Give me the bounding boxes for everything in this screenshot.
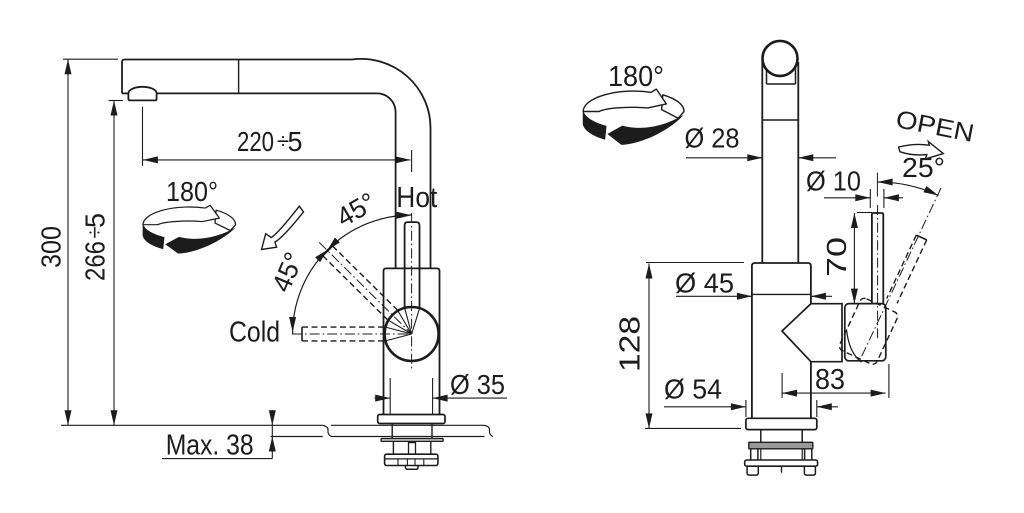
svg-text:Ø 35: Ø 35 xyxy=(450,369,505,400)
svg-text:Ø 45: Ø 45 xyxy=(675,268,734,299)
svg-text:5: 5 xyxy=(288,126,303,157)
svg-text:Ø 28: Ø 28 xyxy=(685,123,740,154)
svg-text:Max. 38: Max. 38 xyxy=(166,430,254,462)
svg-text:25°: 25° xyxy=(902,152,945,183)
svg-text:÷: ÷ xyxy=(277,129,289,154)
svg-text:Ø 10: Ø 10 xyxy=(806,166,861,197)
svg-text:Cold: Cold xyxy=(229,316,280,348)
svg-text:70: 70 xyxy=(821,237,852,277)
svg-text:180°: 180° xyxy=(608,61,664,93)
svg-text:266: 266 xyxy=(80,241,111,281)
svg-text:÷: ÷ xyxy=(82,226,107,238)
svg-text:300: 300 xyxy=(36,226,67,268)
svg-text:5: 5 xyxy=(80,213,111,228)
svg-text:Hot: Hot xyxy=(396,182,437,214)
svg-text:220: 220 xyxy=(237,126,274,157)
svg-text:128: 128 xyxy=(615,316,647,372)
svg-text:Ø 54: Ø 54 xyxy=(664,374,722,405)
svg-text:83: 83 xyxy=(815,364,845,396)
svg-text:180°: 180° xyxy=(166,176,218,207)
